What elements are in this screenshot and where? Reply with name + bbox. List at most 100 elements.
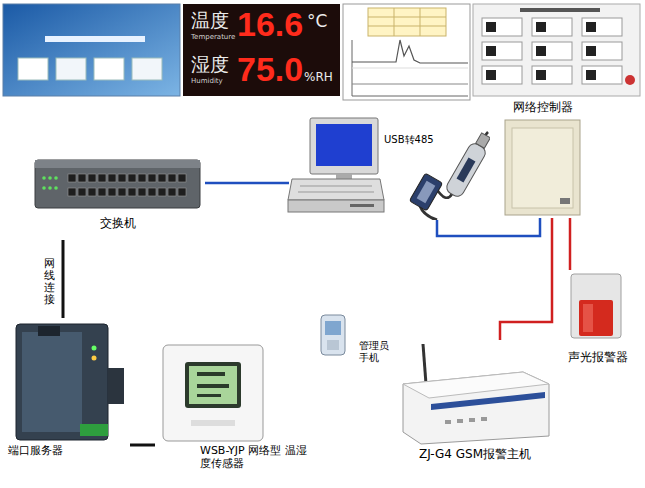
illustration-part [48, 176, 52, 180]
illustration-part [368, 17, 446, 18]
illustration-part [445, 420, 451, 424]
illustration-part [197, 372, 225, 376]
illustration-part [583, 304, 593, 332]
illustration-part [482, 66, 522, 84]
illustration-part [586, 70, 596, 80]
illustration-part [532, 42, 572, 60]
device-label: °C [307, 13, 327, 30]
device-label: 温度 [191, 11, 229, 30]
illustration-part [148, 188, 156, 196]
illustration-part [22, 332, 82, 432]
device-illustration [8, 318, 130, 463]
illustration-part [197, 384, 229, 388]
illustration-part [118, 188, 126, 196]
illustration-part [178, 188, 186, 196]
illustration-part [300, 186, 372, 187]
device-label: ZJ-G4 GSM报警主机 [395, 447, 555, 461]
illustration-part [457, 419, 463, 423]
illustration-part [42, 186, 46, 190]
device-node: 声光报警器 [555, 270, 641, 375]
illustration-part [3, 4, 180, 96]
illustration-part [560, 198, 570, 204]
illustration-part [505, 120, 580, 215]
illustration-part [158, 188, 166, 196]
illustration-part [68, 188, 76, 196]
illustration-part [536, 22, 546, 32]
illustration-part [482, 18, 522, 36]
illustration-part [128, 188, 136, 196]
illustration-part [444, 141, 488, 198]
illustration-part [18, 58, 48, 80]
device-label: WSB-YJP 网络型 温湿度传感器 [200, 444, 310, 470]
illustration-part [409, 173, 442, 211]
device-label: 端口服务器 [8, 444, 63, 457]
illustration-part [417, 181, 436, 203]
illustration-part [579, 300, 613, 336]
illustration-part [486, 70, 496, 80]
illustration-part [128, 174, 136, 182]
illustration-part [482, 42, 522, 60]
illustration-part [98, 174, 106, 182]
device-label: 湿度 [191, 55, 229, 74]
wire-label: 网线 连接 [44, 258, 55, 306]
illustration-part [394, 8, 395, 36]
illustration-part [92, 356, 97, 361]
illustration-part [78, 188, 86, 196]
illustration-part [189, 366, 237, 404]
illustration-part [108, 188, 116, 196]
illustration-part [298, 192, 374, 193]
illustration-part [423, 344, 426, 384]
illustration-part [158, 174, 166, 182]
illustration-part [163, 345, 263, 441]
illustration-part [420, 8, 421, 36]
illustration-part [403, 372, 549, 444]
illustration-part [352, 40, 468, 63]
illustration-part [352, 96, 468, 97]
illustration-part [532, 18, 572, 36]
illustration-part [473, 4, 640, 96]
device-node: ZJ-G4 GSM报警主机 [395, 340, 556, 465]
cable-connector [437, 218, 540, 236]
illustration-part [45, 36, 145, 42]
illustration-part [205, 182, 289, 185]
illustration-part [350, 204, 374, 207]
illustration-part [536, 70, 546, 80]
device-node: 网络控制器 [500, 98, 586, 218]
illustration-part [327, 340, 339, 350]
illustration-part [582, 66, 622, 84]
illustration-part [409, 173, 442, 211]
cable-connector [62, 240, 65, 318]
illustration-part [586, 46, 596, 56]
device-node: 管理员 手机 [315, 312, 393, 374]
illustration-part [92, 346, 97, 351]
illustration-part [288, 200, 384, 212]
illustration-part [431, 392, 545, 410]
device-node: USB转485 [384, 128, 490, 220]
device-node: 温度Temperature16.6°C湿度Humidity75.0%RH [183, 4, 340, 96]
illustration-part [486, 22, 596, 80]
device-label: Temperature [191, 34, 235, 41]
illustration-part [138, 188, 146, 196]
illustration-part [625, 75, 635, 85]
illustration-part [316, 124, 372, 166]
illustration-part [586, 22, 596, 32]
illustration-part [132, 58, 162, 80]
illustration-part [336, 174, 352, 179]
illustration-part [48, 186, 52, 190]
device-label: 交换机 [30, 216, 205, 230]
illustration-part [368, 26, 446, 27]
device-label: 75.0 [237, 52, 303, 86]
illustration-part [325, 321, 341, 335]
illustration-part [476, 133, 490, 148]
illustration-part [352, 84, 468, 85]
illustration-part [469, 418, 475, 422]
illustration-part [108, 174, 116, 182]
illustration-part [88, 188, 96, 196]
illustration-part [520, 8, 600, 12]
illustration-part [35, 160, 200, 168]
illustration-part [80, 424, 108, 436]
illustration-part [42, 176, 46, 180]
device-label: 16.6 [237, 7, 303, 41]
illustration-part [582, 42, 622, 60]
illustration-part [94, 58, 124, 80]
